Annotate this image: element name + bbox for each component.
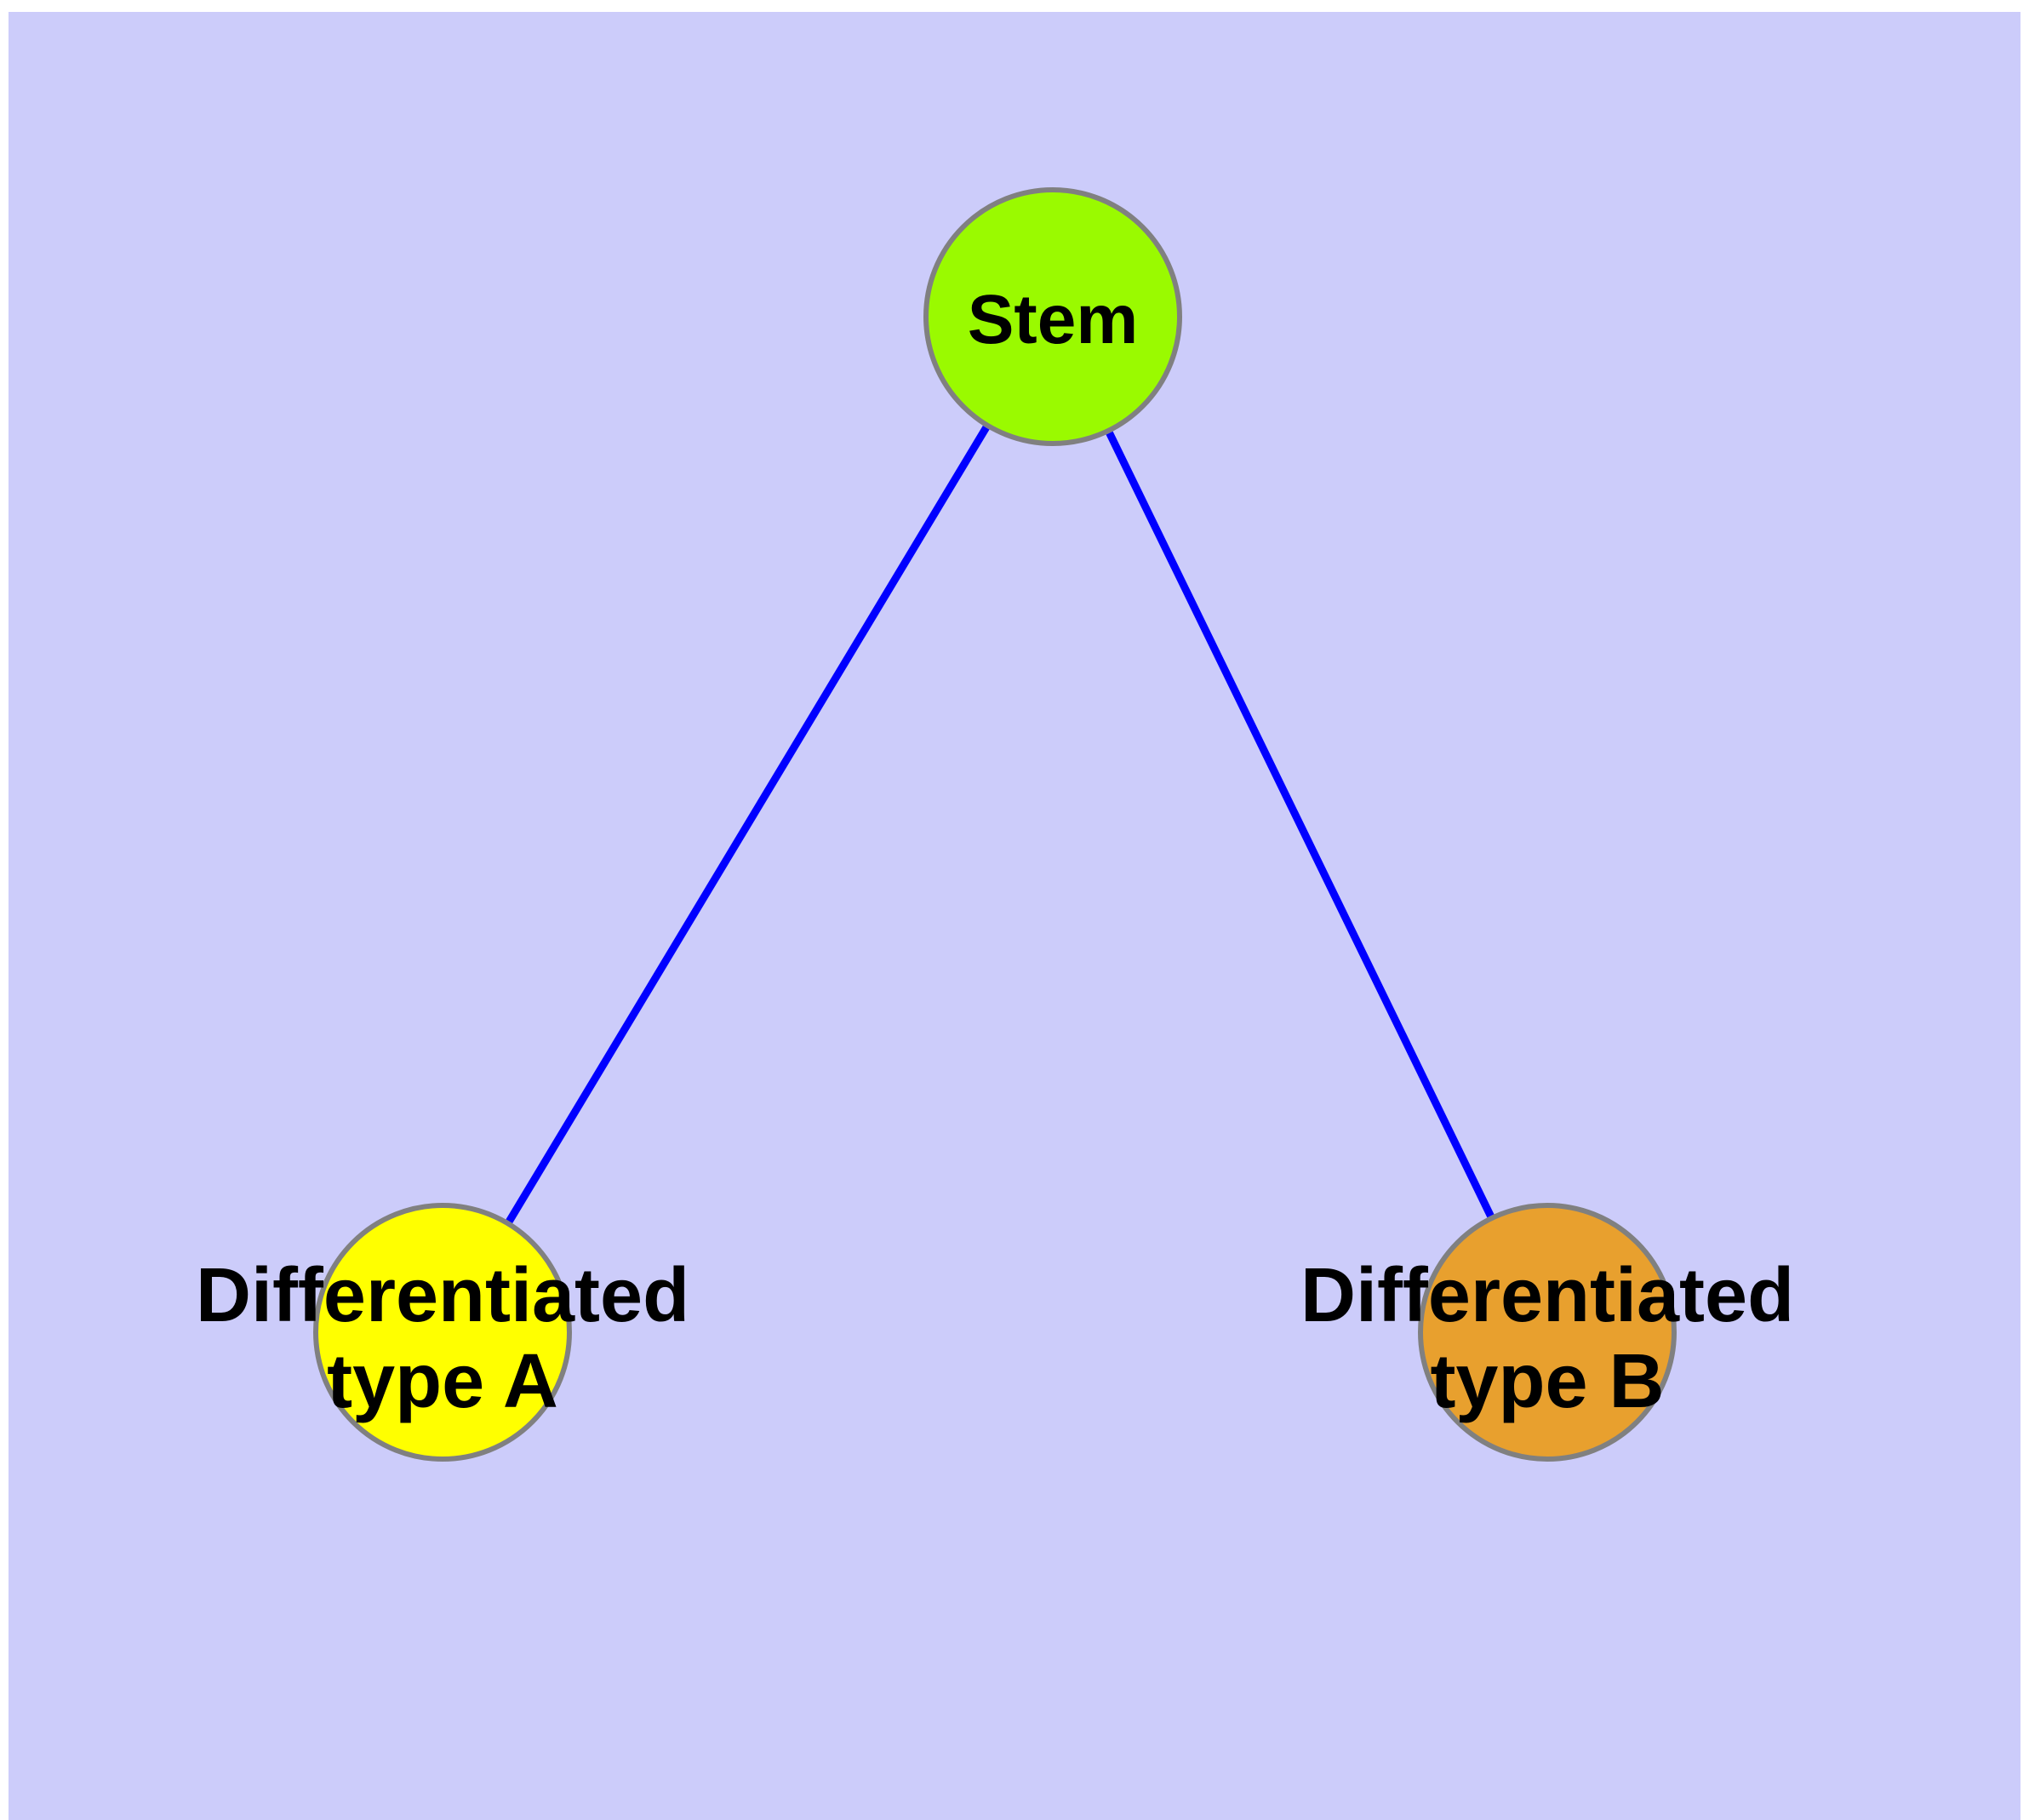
edge-stem-to-differentiated-type-a[interactable] [506,425,990,1224]
edge-stem-to-differentiated-type-b[interactable] [1106,431,1495,1218]
node-layer [313,187,1677,1462]
node-differentiated-type-a[interactable] [313,1203,572,1462]
node-stem[interactable] [923,187,1182,446]
node-differentiated-type-b[interactable] [1418,1203,1677,1462]
edge-layer [506,425,1495,1224]
